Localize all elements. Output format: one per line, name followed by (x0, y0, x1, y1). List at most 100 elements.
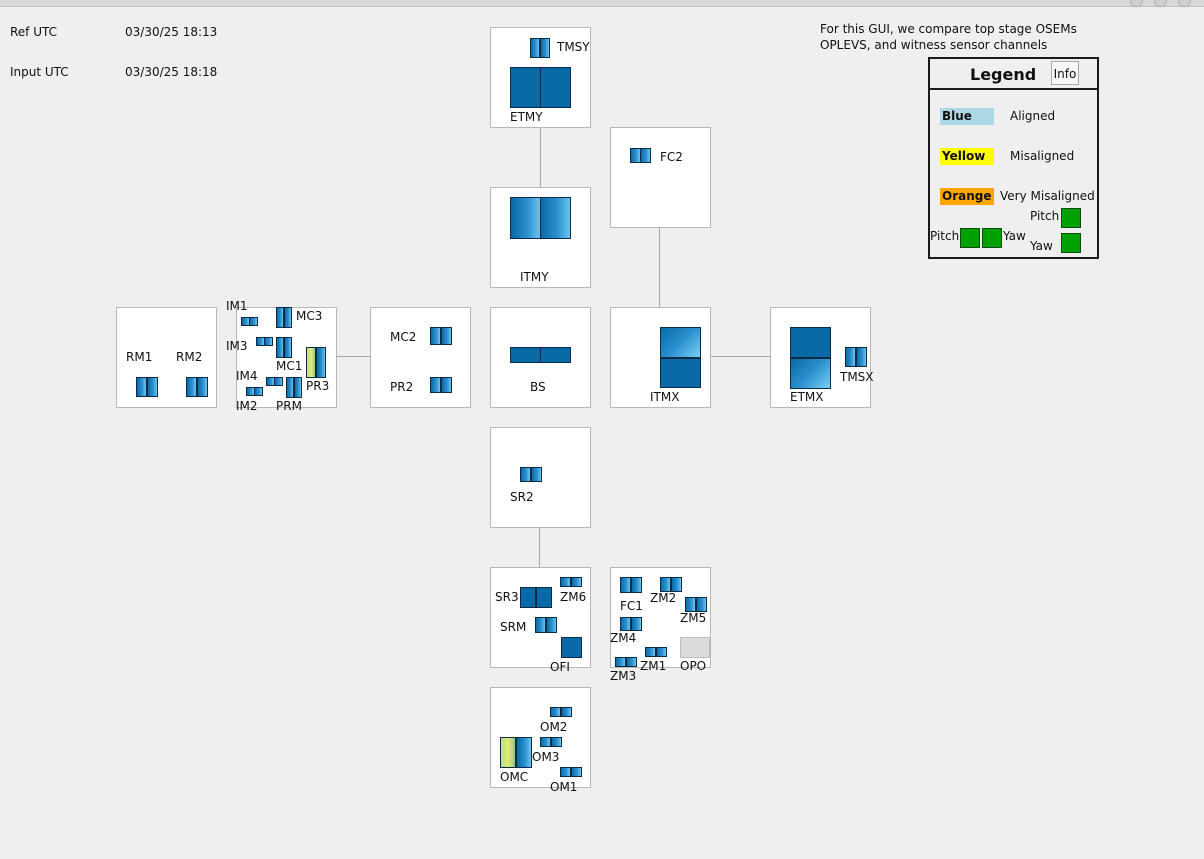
fc2-yaw-indicator[interactable] (640, 148, 651, 163)
srm-yaw-indicator[interactable] (546, 617, 557, 633)
sr3-pitch-indicator[interactable] (520, 587, 536, 608)
input-utc-value: 03/30/25 18:18 (125, 65, 218, 79)
info-button[interactable]: Info (1051, 61, 1079, 85)
sr3-yaw-indicator[interactable] (536, 587, 552, 608)
mc2-pitch-indicator[interactable] (430, 327, 441, 345)
fc1-yaw-indicator[interactable] (631, 577, 642, 593)
rm2-yaw-indicator[interactable] (197, 377, 208, 397)
srm-pitch-indicator[interactable] (535, 617, 546, 633)
itmx-yaw-indicator[interactable] (660, 358, 701, 388)
rm1-pitch-indicator[interactable] (136, 377, 147, 397)
mc1-yaw-indicator[interactable] (284, 337, 292, 358)
etmy-pitch-indicator[interactable] (510, 67, 541, 108)
zm2-pitch-indicator[interactable] (660, 577, 671, 592)
mc2-yaw-indicator[interactable] (441, 327, 452, 345)
itmy-label: ITMY (520, 270, 549, 284)
im3-yaw-indicator[interactable] (264, 337, 273, 346)
etmx-yaw-indicator[interactable] (790, 358, 831, 389)
pr3-pitch-indicator[interactable] (306, 347, 316, 378)
rm2-pitch-indicator[interactable] (186, 377, 197, 397)
fc1-pitch-indicator[interactable] (620, 577, 631, 593)
rm1-yaw-indicator[interactable] (147, 377, 158, 397)
zm3-yaw-indicator[interactable] (626, 657, 637, 667)
itmy-yaw-indicator[interactable] (540, 197, 571, 239)
prm-yaw-indicator[interactable] (294, 377, 302, 398)
itmx-chamber[interactable]: ITMX (610, 307, 711, 408)
zm2-label: ZM2 (650, 591, 677, 605)
pr3-yaw-indicator[interactable] (316, 347, 326, 378)
omc-pitch-indicator[interactable] (500, 737, 516, 768)
im4-yaw-indicator[interactable] (274, 377, 283, 386)
zm3-pitch-indicator[interactable] (615, 657, 626, 667)
tmsx-pitch-indicator[interactable] (845, 347, 856, 367)
om2-pitch-indicator[interactable] (550, 707, 561, 717)
tmsx-yaw-indicator[interactable] (856, 347, 867, 367)
bs-yaw-indicator[interactable] (540, 347, 571, 363)
om3-yaw-indicator[interactable] (551, 737, 562, 747)
im3-label: IM3 (226, 339, 248, 353)
zm1-pitch-indicator[interactable] (645, 647, 656, 657)
srm-label: SRM (500, 620, 527, 634)
opo-indicator[interactable] (680, 637, 710, 658)
itmx-pitch-indicator[interactable] (660, 327, 701, 358)
zm5-label: ZM5 (680, 611, 707, 625)
sr2-yaw-indicator[interactable] (531, 467, 542, 482)
etmx-pitch-indicator[interactable] (790, 327, 831, 358)
om1-yaw-indicator[interactable] (571, 767, 582, 777)
zm5-pitch-indicator[interactable] (685, 597, 696, 612)
fc1-label: FC1 (620, 599, 643, 613)
zm6-pitch-indicator[interactable] (560, 577, 571, 587)
tmsy-yaw-indicator[interactable] (540, 38, 550, 58)
legend-pitch-label-left: Pitch (930, 229, 960, 243)
prm-pitch-indicator[interactable] (286, 377, 294, 398)
omc-chamber[interactable]: OM2 OMC OM3 OM1 (490, 687, 591, 794)
bs-pitch-indicator[interactable] (510, 347, 541, 363)
mc2-chamber[interactable]: MC2 PR2 (370, 307, 471, 408)
sr3-chamber[interactable]: SR3 ZM6 SRM OFI (490, 567, 591, 674)
zm5-yaw-indicator[interactable] (696, 597, 707, 612)
omc-label: OMC (500, 770, 529, 784)
pr2-yaw-indicator[interactable] (441, 377, 452, 393)
zm6-yaw-indicator[interactable] (571, 577, 582, 587)
legend-pitch-indicator-vertical (1061, 208, 1081, 228)
opo-label: OPO (680, 659, 707, 673)
pr2-pitch-indicator[interactable] (430, 377, 441, 393)
zm4-yaw-indicator[interactable] (631, 617, 642, 631)
zm2-yaw-indicator[interactable] (671, 577, 682, 592)
etmx-chamber[interactable]: ETMX TMSX (770, 307, 874, 408)
bs-chamber[interactable]: BS (490, 307, 591, 408)
om2-yaw-indicator[interactable] (561, 707, 572, 717)
link-mc-mc2 (336, 356, 370, 357)
im1-yaw-indicator[interactable] (249, 317, 258, 326)
fc2-chamber[interactable]: FC2 (610, 127, 711, 228)
legend-pitch-label-right: Pitch (1030, 209, 1060, 223)
mc3-yaw-indicator[interactable] (284, 307, 292, 328)
omc-yaw-indicator[interactable] (516, 737, 532, 768)
itmy-chamber[interactable]: ITMY (490, 187, 591, 288)
maximize-button[interactable] (1154, 0, 1167, 7)
sr2-pitch-indicator[interactable] (520, 467, 531, 482)
itmy-pitch-indicator[interactable] (510, 197, 541, 239)
legend-meaning-yellow: Misaligned (1010, 149, 1075, 163)
im2-yaw-indicator[interactable] (254, 387, 263, 396)
link-etmy-itmy (540, 127, 541, 187)
zm1-yaw-indicator[interactable] (656, 647, 667, 657)
etmy-chamber[interactable]: TMSY ETMY (490, 27, 591, 128)
mc1-pitch-indicator[interactable] (276, 337, 284, 358)
om1-pitch-indicator[interactable] (560, 767, 571, 777)
rm-chamber[interactable]: RM1 RM2 (116, 307, 217, 408)
om1-label: OM1 (550, 780, 578, 794)
sr2-chamber[interactable]: SR2 (490, 427, 591, 528)
om3-pitch-indicator[interactable] (540, 737, 551, 747)
legend-swatch-blue: Blue (940, 108, 994, 125)
close-button[interactable] (1178, 0, 1191, 7)
link-itmx-etmx (710, 356, 770, 357)
legend-meaning-orange: Very Misaligned (1000, 189, 1095, 203)
zm4-pitch-indicator[interactable] (620, 617, 631, 631)
mc3-pitch-indicator[interactable] (276, 307, 284, 328)
minimize-button[interactable] (1130, 0, 1143, 7)
etmy-yaw-indicator[interactable] (540, 67, 571, 108)
pr2-label: PR2 (390, 380, 414, 394)
tmsy-pitch-indicator[interactable] (530, 38, 540, 58)
ofi-indicator[interactable] (561, 637, 582, 658)
